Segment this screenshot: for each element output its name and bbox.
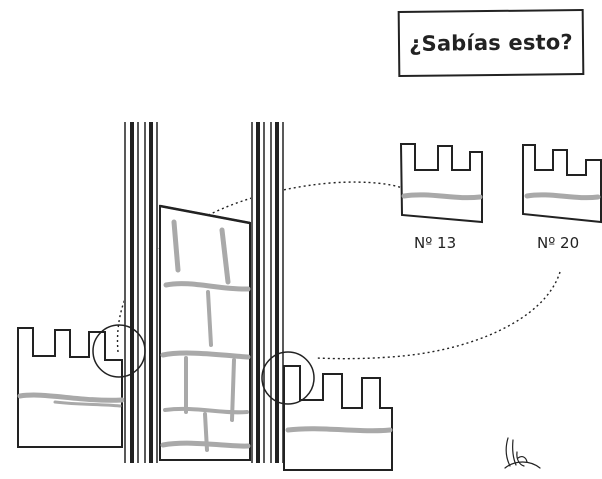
piece-13-shape [399, 143, 483, 224]
right-highlight-circle [261, 351, 315, 405]
dotted-connector [116, 181, 561, 360]
right-pillar [251, 122, 284, 463]
right-battlement-piece [283, 365, 393, 471]
left-highlight-circle [92, 324, 146, 378]
piece-label-13: Nº 13 [414, 234, 457, 252]
piece-label-20: Nº 20 [537, 234, 580, 252]
did-you-know-box: ¿Sabías esto? [397, 9, 585, 77]
left-battlement-piece [17, 327, 125, 448]
page-title: ¿Sabías esto? [409, 30, 573, 56]
left-pillar [124, 122, 158, 463]
rabbit-icon [504, 437, 541, 469]
piece-20-shape [522, 144, 602, 224]
stone-wall [159, 204, 251, 461]
